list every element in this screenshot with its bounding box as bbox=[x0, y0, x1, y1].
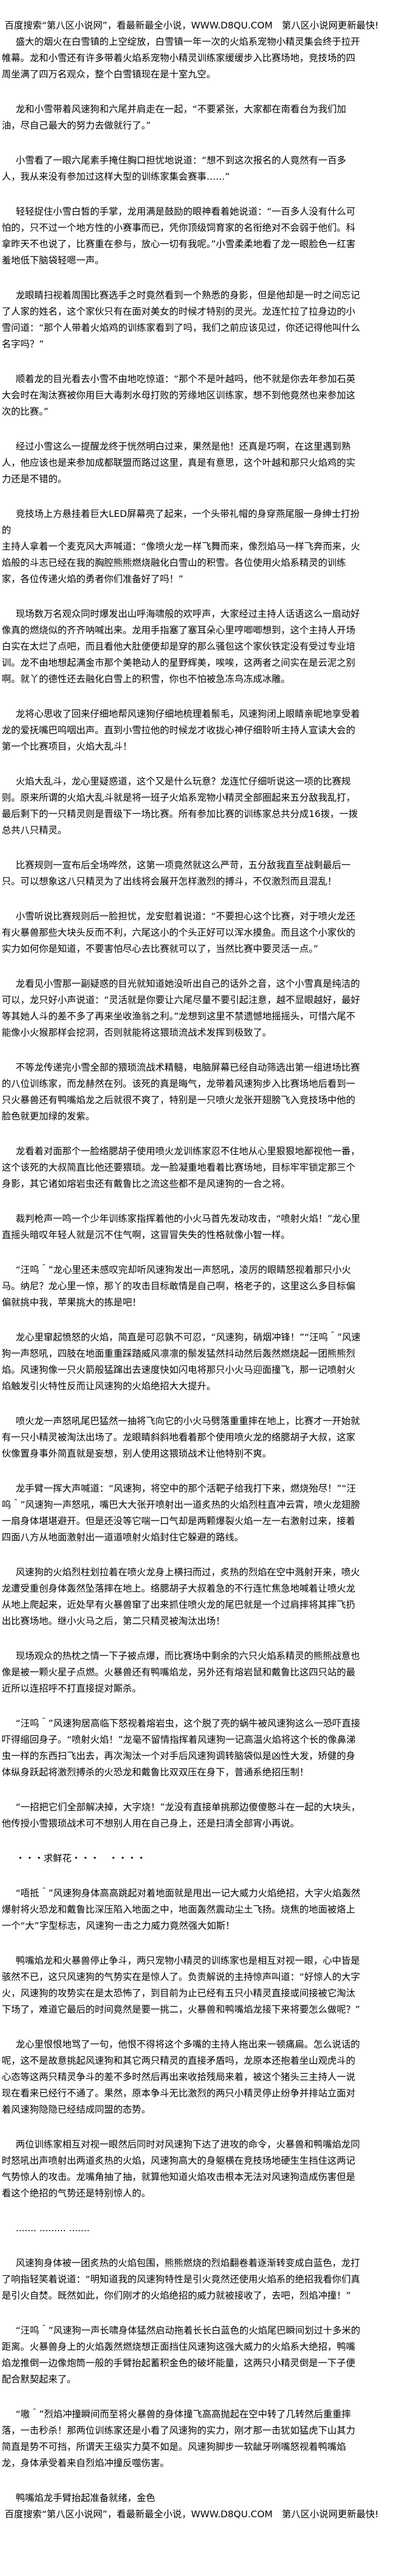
story-paragraph: 龙将心思收了回来仔细地帮风速狗仔细地梳理着鬃毛，风速狗闭上眼睛亲昵地享受着龙的爱… bbox=[2, 708, 360, 752]
story-paragraph: “唔抵＾”风速狗身体高高跳起对着地面就是甩出一记大威力火焰绝招，大字火焰轰然爆射… bbox=[2, 1888, 360, 1931]
story-paragraph: 小雪听说比赛规则后一脸担忧，龙安慰着说道：“不要担心这个比赛，对于喷火龙还有火暴… bbox=[2, 911, 356, 954]
story-paragraph: 顺着龙的目光看去小雪不由地吃惊道：“那个不是叶越吗，他不就是你去年参加石英大会时… bbox=[2, 373, 356, 417]
story-paragraph: “嗷＾”烈焰冲撞瞬间而至将火暴兽的身体撞飞高高抛起在空中转了几转然后重重摔落，一… bbox=[2, 2409, 356, 2468]
story-paragraph: 风速狗的火焰烈柱划拉着在喷火龙身上横扫而过，炙热的烈焰在空中溅射开来，喷火龙遭受… bbox=[2, 1567, 360, 1626]
story-paragraph: 鸭嘴焰龙和火暴兽停止争斗，两只宠物小精灵的训练家也是相互对视一眼，心中皆是骇然不… bbox=[2, 1955, 360, 2015]
story-paragraph: 竞技场上方悬挂着巨大LED屏幕亮了起来，一个头带礼帽的身穿燕尾服一身绅士打扮的 … bbox=[2, 508, 360, 584]
site-banner-top: 百度搜索“第八区小说网”，看最新最全小说，WWW.D8QU.COM 第八区小说网… bbox=[5, 20, 379, 31]
story-paragraph: 龙眼睛扫视着周围比赛选手之时竟然看到一个熟悉的身影，但是他却是一时之间忘记了人家… bbox=[2, 290, 360, 349]
story-paragraph: “一招把它们全部解决掉，大字烧！”龙没有直接单挑那边傻傻憨斗在一起的大块头，他传… bbox=[2, 1801, 360, 1829]
story-paragraph: 两位训练家相互对视一眼然后同时对风速狗下达了进攻的命令，火暴兽和鸭嘴焰龙同时怒吼… bbox=[2, 2139, 360, 2199]
story-paragraph: 现场数万名观众同时爆发出山呼海啸般的欢呼声，大家经过主持人话语这么一扇动好像真的… bbox=[2, 608, 360, 684]
story-paragraph: “汪呜＾”风速狗居高临下怒视着熔岩虫，这个脱了壳的蜗牛被风速狗这么一恐吓直接吓得… bbox=[2, 1718, 360, 1778]
story-paragraph: 喷火龙一声怒吼尾巴猛然一抽将飞向它的小火马劈落重重摔在地上，比赛才一开始就有一只… bbox=[2, 1415, 360, 1459]
story-paragraph: 盛大的烟火在白雪镇的上空绽放，白雪镇一年一次的火焰系宠物小精灵集会终于拉开帷幕。… bbox=[2, 36, 360, 80]
story-paragraph: 小雪看了一眼六尾素手掩住胸口担忧地说道：“想不到这次报名的人竟然有一百多人，我从… bbox=[2, 155, 347, 182]
story-paragraph: ・・・求鲜花・・・ ・・・・ bbox=[16, 1853, 147, 1864]
story-paragraph: ....... ......... ....... bbox=[16, 2222, 90, 2234]
story-paragraph: 龙手臂一挥大声喊道：“风速狗，将空中的那个活靶子给我打下来，燃烧殆尽！”“汪呜＾… bbox=[2, 1483, 360, 1543]
story-paragraph: 龙看见小雪那一副疑惑的目光就知道她没听出自己的话外之音，这个小雪真是纯洁的可以，… bbox=[2, 978, 360, 1038]
story-paragraph: “汪呜＾”风速狗一声长啸身体猛然启动拖着长长白蓝色的火焰尾巴瞬间划过十多米的距离… bbox=[2, 2325, 360, 2385]
story-paragraph: “汪呜＾”龙心里还未感叹完却听风速狗发出一声怒吼，凌厉的眼睛怒视着那只小火马。纳… bbox=[2, 1264, 356, 1308]
story-paragraph: 不等龙传递完小雪全部的猥琐流战术精髓，电脑屏幕已经自动筛选出第一组进场比赛的八位… bbox=[2, 1062, 360, 1122]
story-paragraph: 龙看着对面那个一脸络腮胡子使用喷火龙训练家忍不住地从心里狠狠地鄙视他一番，这个该… bbox=[2, 1146, 360, 1189]
story-paragraph: 比赛规则一宣布后全场哗然，这第一项竟然就这么严苛，五分敌我直至战剩最后一只。可以… bbox=[2, 859, 351, 887]
story-paragraph: 火焰大乱斗，龙心里疑惑道，这个又是什么玩意？龙连忙仔细听说这一项的比赛规则。原来… bbox=[2, 776, 358, 836]
site-banner-bottom: 百度搜索“第八区小说网”，看最新最全小说，WWW.D8QU.COM 第八区小说网… bbox=[5, 2509, 379, 2520]
story-paragraph: 龙心里窜起愤怒的火焰，简直是可忍孰不可忍，“风速狗，硝烟冲锋！”“汪呜＾”风速狗… bbox=[2, 1332, 361, 1392]
story-paragraph: 经过小雪这么一提醒龙终于恍然明白过来，果然是他！还真是巧啊，在这里遇到熟人，他应… bbox=[2, 441, 356, 484]
chapter-page: 百度搜索“第八区小说网”，看最新最全小说，WWW.D8QU.COM 第八区小说网… bbox=[2, 20, 379, 2520]
story-paragraph: 现场观众的热枕之情一下子被点爆，而比赛场中剩余的六只火焰系精灵的熊熊战意也像是被… bbox=[2, 1650, 360, 1694]
story-paragraph: 风速狗身体被一团炙热的火焰包围，熊熊燃烧的烈焰翻卷着逐渐转变成白蓝色，龙打了响指… bbox=[2, 2257, 360, 2301]
chapter-body: 盛大的烟火在白雪镇的上空绽放，白雪镇一年一次的火焰系宠物小精灵集会终于拉开帷幕。… bbox=[2, 34, 362, 2506]
story-paragraph: 龙心里恨恨地骂了一句，他恨不得将这个多嘴的主持人拖出来一顿痛扁。怎么说话的呢，这… bbox=[2, 2039, 360, 2115]
story-paragraph: 鸭嘴焰龙手臂抬起准备就绪，金色 bbox=[16, 2492, 156, 2503]
story-paragraph: 裁判枪声一鸣一个少年训练家指挥着他的小火马首先发动攻击，“喷射火焰！”龙心里直摇… bbox=[2, 1213, 360, 1240]
story-paragraph: 龙和小雪带着风速狗和六尾并肩走在一起，“不要紧张，大家都在南看台为我们加油，尽自… bbox=[2, 104, 347, 131]
story-paragraph: 轻轻捉住小雪白皙的手掌，龙用满是鼓励的眼神看着她说道：“一百多人没有什么可怕的，… bbox=[2, 206, 356, 266]
